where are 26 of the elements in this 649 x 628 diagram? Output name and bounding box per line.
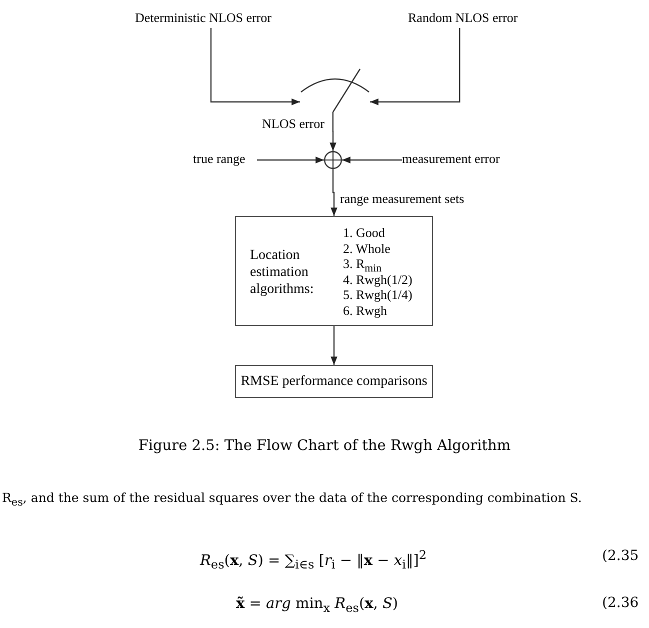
input-label: true range	[193, 151, 246, 166]
equation-number: (2.36	[602, 595, 639, 611]
arrow	[257, 156, 324, 164]
equation: x̃ = arg min$_{x}$ R$_{es}$(x, S)	[236, 595, 398, 615]
edge-label: NLOS error	[262, 116, 324, 131]
list-item: 1. Good	[343, 225, 385, 240]
process-box	[235, 216, 433, 326]
list-item: 5. Rwgh(1/4)	[343, 287, 412, 302]
equation: R$_{es}$(x, S) = ∑$_{i∈s}$ [r$_{i}$ − ‖x − x$_{i}$‖]$^{2}$	[200, 548, 427, 572]
arrow	[330, 169, 338, 216]
equation-number: (2.35	[602, 548, 639, 564]
list-item: 2. Whole	[343, 240, 390, 256]
input-label: measurement error	[402, 151, 501, 166]
box-label: RMSE performance comparisons	[240, 374, 428, 389]
arrow	[330, 326, 338, 365]
arrow	[330, 112, 336, 151]
arrow	[342, 156, 402, 164]
arrow	[370, 28, 460, 106]
arrow	[210, 28, 300, 106]
input-label: Random NLOS error	[408, 10, 519, 25]
body-text: R$_{es}$, and the sum of the residual squares over the data of the corresponding combination S.	[2, 490, 582, 508]
input-label: Deterministic NLOS error	[135, 10, 272, 25]
list-item: 6. Rwgh	[343, 302, 388, 318]
box-heading: Location estimation algorithms:	[250, 247, 315, 298]
figure-caption: Figure 2.5: The Flow Chart of the Rwgh Algorithm	[137, 438, 512, 454]
process-box	[235, 365, 433, 398]
